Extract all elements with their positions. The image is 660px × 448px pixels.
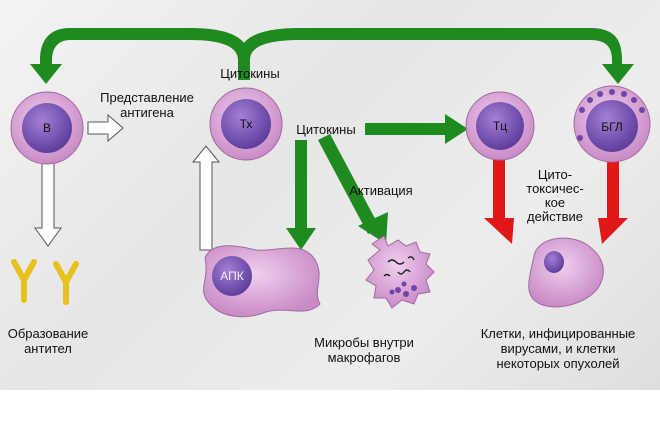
th-cell-label: Тх <box>239 117 253 131</box>
hollow-arrow-b-to-antibodies <box>34 159 62 247</box>
background-panel <box>0 0 660 390</box>
arrowhead-to-b <box>30 64 62 84</box>
ngl-granules <box>577 89 645 141</box>
b-cell-label: B <box>42 121 51 135</box>
green-arrow-th-to-apc <box>286 140 316 250</box>
target-cell <box>528 237 604 308</box>
apc-cell <box>203 245 321 318</box>
red-arrow-ngl-to-target <box>598 158 628 244</box>
cytokines-top-label: Цитокины <box>220 66 280 81</box>
cytokines-mid-label: Цитокины <box>296 122 356 137</box>
ngl-cell-label: БГЛ <box>601 120 623 134</box>
green-arrow-top-arc <box>30 28 634 84</box>
antibody-left <box>11 259 37 303</box>
red-arrow-tc-to-target <box>484 158 514 244</box>
activation-label: Активация <box>349 183 413 198</box>
infected-cells-label: Клетки, инфицированные вирусами, и клетк… <box>480 326 636 371</box>
green-arrow-th-to-microbes <box>318 134 388 244</box>
b-cell <box>10 91 84 165</box>
macrophage-granules <box>389 281 417 297</box>
tc-cell-label: Тц <box>492 119 508 133</box>
arrowhead-to-ngl <box>602 64 634 84</box>
macrophage <box>365 235 435 309</box>
antibody-formation-label: Образование антител <box>7 326 89 356</box>
tc-cell <box>465 91 535 161</box>
microbes <box>383 256 415 277</box>
cytotoxic-action-label: Цито- токсичес- кое действие <box>526 167 584 224</box>
microbes-in-macrophages-label: Микробы внутри макрофагов <box>314 335 414 365</box>
antibody-right <box>53 261 79 305</box>
antigen-presentation-label: Представление антигена <box>100 90 194 120</box>
hollow-arrow-b-to-th <box>87 113 124 143</box>
hollow-arrow-apc-to-th <box>191 145 221 251</box>
apc-cell-label: АПК <box>220 269 244 283</box>
green-arrow-th-to-tc <box>365 114 468 144</box>
th-cell <box>209 87 283 161</box>
ngl-cell <box>573 85 651 163</box>
